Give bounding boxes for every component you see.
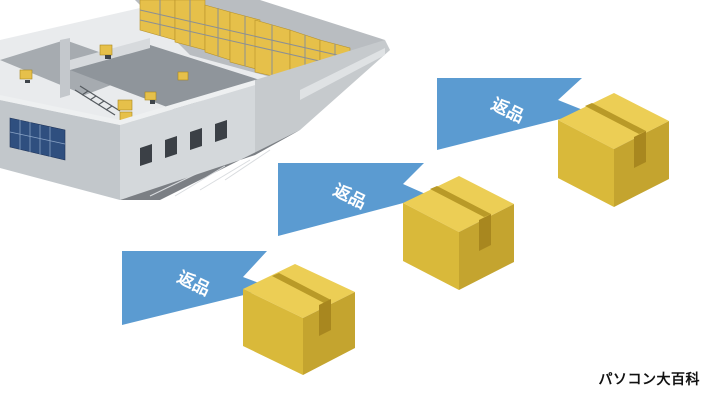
- return-arrow-icon: [122, 251, 272, 325]
- brand-logo-text: パソコン大百科: [598, 372, 700, 388]
- return-arrow-icon: [437, 78, 588, 150]
- return-arrow-3: 返品: [437, 78, 588, 150]
- return-arrow-icon: [278, 163, 430, 236]
- cardboard-box-icon: [243, 264, 355, 375]
- cardboard-box-icon: [558, 93, 669, 207]
- warehouse-icon: [0, 0, 390, 200]
- return-arrow-1: 返品: [122, 251, 272, 325]
- cardboard-box-icon: [403, 176, 514, 290]
- return-arrow-2: 返品: [278, 163, 430, 236]
